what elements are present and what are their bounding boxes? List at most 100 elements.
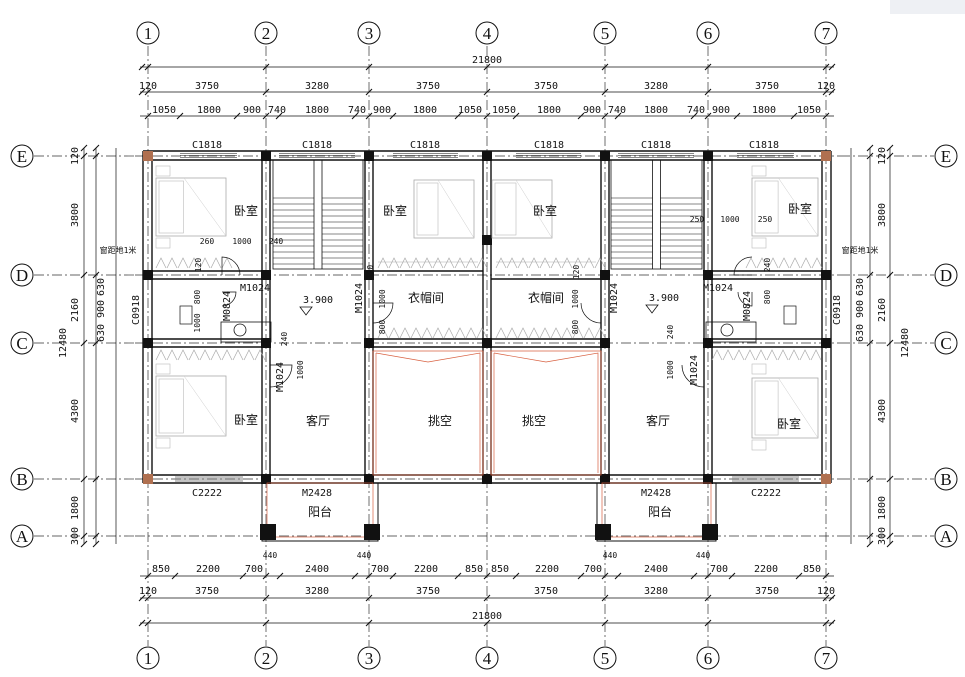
svg-text:2400: 2400 — [305, 564, 329, 575]
dim-tick — [886, 540, 894, 548]
closet-hanger — [810, 349, 822, 361]
column-corner — [143, 151, 153, 161]
dim-tick — [144, 619, 152, 627]
dim-tick — [351, 112, 359, 120]
column — [703, 270, 713, 280]
axis-bubble-2-bottom: 2 — [254, 646, 278, 670]
closet-hanger — [243, 349, 255, 361]
dim-tick — [239, 572, 247, 580]
toilet — [783, 305, 797, 325]
total-depth-left: 12480 — [58, 328, 69, 358]
svg-text:C1818: C1818 — [534, 140, 564, 151]
svg-text:900: 900 — [243, 105, 261, 116]
svg-text:300: 300 — [70, 527, 81, 545]
dim-tick — [512, 112, 520, 120]
column — [261, 270, 271, 280]
dim-tick — [365, 572, 373, 580]
column-corner — [821, 151, 831, 161]
dim-tick — [822, 112, 830, 120]
svg-text:3800: 3800 — [877, 203, 888, 227]
svg-text:2160: 2160 — [70, 298, 81, 322]
svg-text:440: 440 — [603, 551, 618, 560]
svg-text:M1024: M1024 — [703, 283, 733, 294]
dim-tick — [822, 63, 830, 71]
sill-note-left: 窗距地1米 — [100, 245, 137, 255]
closet-hanger — [188, 349, 200, 361]
svg-text:M0824: M0824 — [742, 291, 753, 321]
dim-tick — [728, 572, 736, 580]
room-closet-2: 衣帽间 — [528, 290, 564, 305]
svg-text:B: B — [940, 470, 951, 489]
svg-text:120: 120 — [139, 586, 157, 597]
dim-tick — [92, 540, 100, 548]
dim-tick — [483, 112, 491, 120]
dim-tick — [276, 572, 284, 580]
svg-text:1800: 1800 — [305, 105, 329, 116]
closet-hanger — [166, 349, 178, 361]
axis-bubble-D-right: D — [934, 263, 958, 287]
closet-hanger — [454, 327, 466, 339]
closet-hanger — [733, 349, 745, 361]
dim-tick — [822, 572, 830, 580]
void-outline-left — [372, 350, 484, 476]
sill-note-right: 窗距地1米 — [842, 245, 879, 255]
closet-hanger — [778, 257, 790, 269]
svg-text:1000: 1000 — [296, 360, 305, 379]
dim-tick — [483, 619, 491, 627]
dim-tick — [92, 271, 100, 279]
dim-tick — [262, 88, 270, 96]
svg-text:M1024: M1024 — [240, 283, 270, 294]
axis-bubble-B-right: B — [934, 467, 958, 491]
closet-hanger — [800, 257, 812, 269]
dim-tick — [80, 339, 88, 347]
svg-text:C2222: C2222 — [192, 488, 222, 499]
svg-text:2200: 2200 — [196, 564, 220, 575]
svg-text:2200: 2200 — [535, 564, 559, 575]
axis-bubble-4-bottom: 4 — [475, 646, 499, 670]
nightstand — [751, 237, 767, 249]
svg-text:1800: 1800 — [197, 105, 221, 116]
furniture-blocks — [155, 0, 965, 542]
svg-text:2200: 2200 — [414, 564, 438, 575]
nightstand — [751, 165, 767, 177]
elevation-triangle — [299, 306, 313, 316]
axis-bubble-A-left: A — [10, 524, 34, 548]
axis-bubble-7-bottom: 7 — [814, 646, 838, 670]
svg-text:7: 7 — [822, 24, 831, 43]
svg-text:3750: 3750 — [755, 586, 779, 597]
door-swing — [221, 256, 241, 276]
closet-hanger — [495, 327, 507, 339]
dim-tick — [866, 152, 874, 160]
dim-tick — [733, 112, 741, 120]
bed — [491, 179, 553, 239]
closet-hanger — [517, 257, 529, 269]
axis-bubble-3-top: 3 — [357, 21, 381, 45]
bed-pillow — [754, 380, 779, 436]
dim-tick — [577, 572, 585, 580]
closet-hanger — [232, 349, 244, 361]
svg-text:240: 240 — [666, 325, 675, 340]
closet-hanger — [594, 327, 606, 339]
dim-tick — [483, 572, 491, 580]
svg-text:M2428: M2428 — [641, 488, 671, 499]
dim-tick — [704, 572, 712, 580]
balcony-inner — [266, 482, 374, 538]
dimension-lines — [80, 63, 894, 627]
svg-text:800: 800 — [571, 320, 580, 335]
dim-tick — [275, 112, 283, 120]
svg-text:3280: 3280 — [305, 81, 329, 92]
column — [600, 474, 610, 484]
svg-text:3800: 3800 — [70, 203, 81, 227]
dim-tick — [886, 144, 894, 152]
closet-hanger — [388, 257, 400, 269]
dim-tick — [828, 619, 836, 627]
dim-tick — [866, 144, 874, 152]
svg-text:M1024: M1024 — [689, 355, 700, 385]
dim-tick — [262, 112, 270, 120]
svg-text:850: 850 — [465, 564, 483, 575]
svg-text:3750: 3750 — [416, 586, 440, 597]
dim-tick — [886, 475, 894, 483]
svg-text:900: 900 — [855, 300, 866, 318]
svg-text:900: 900 — [583, 105, 601, 116]
dim-tick — [704, 594, 712, 602]
